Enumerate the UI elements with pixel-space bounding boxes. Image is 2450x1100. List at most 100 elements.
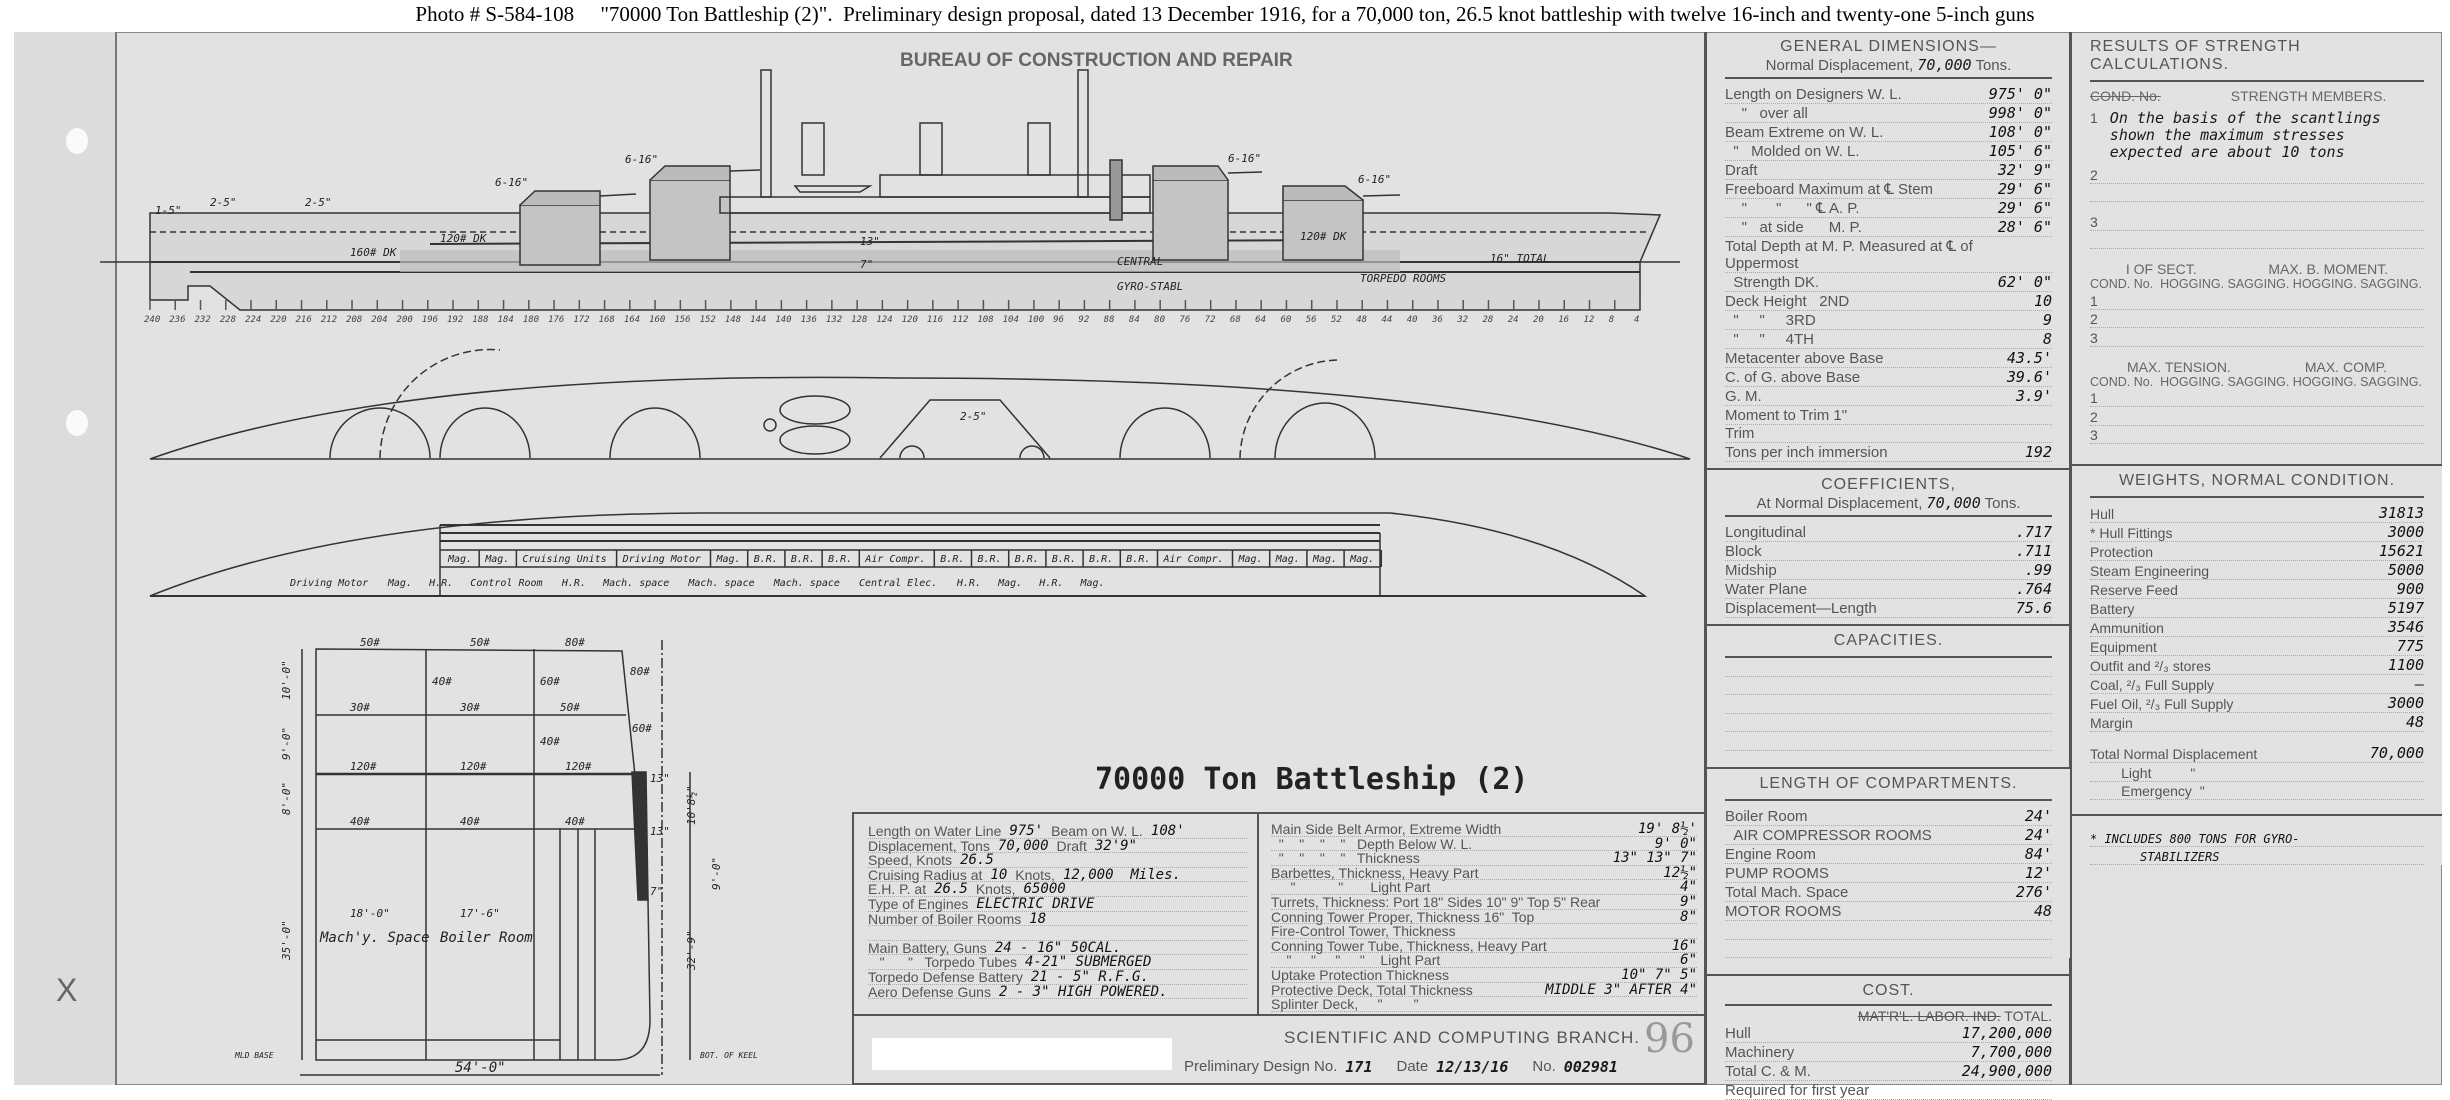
summary-label: Speed, Knots <box>868 852 953 869</box>
data-row: Total Depth at M. P. Measured at ℄ of Up… <box>1725 237 2052 273</box>
row-label: " Molded on W. L. <box>1725 143 1860 160</box>
cond-num: 3 <box>2090 213 2098 230</box>
row-label: Total Mach. Space <box>1725 884 1849 901</box>
cond-num: 3 <box>2090 427 2098 443</box>
frame-number: 52 <box>1331 315 1342 325</box>
row-label: Moment to Trim 1" <box>1725 406 1848 424</box>
cond-num: 1 <box>2090 390 2098 406</box>
compartment-label: Mach. space <box>773 578 840 589</box>
frame-number: 168 <box>599 315 615 325</box>
footnote-line: * INCLUDES 800 TONS FOR GYRO- <box>2090 831 2300 846</box>
scantling-label: 40# <box>460 815 480 828</box>
row-value: 5000 <box>2387 561 2424 579</box>
summary-value: 12,000 Miles. <box>1062 866 1181 883</box>
coefficients-subtitle: At Normal Displacement, 70,000 Tons. <box>1725 494 2052 517</box>
summary-row: Fire-Control Tower, Thickness <box>1271 924 1697 939</box>
redacted-area <box>872 1038 1172 1070</box>
row-label: Battery <box>2090 601 2135 617</box>
summary-value: 9' 0" <box>1654 835 1697 852</box>
frame-number: 212 <box>321 315 337 325</box>
frame-number: 92 <box>1078 315 1089 325</box>
space-label: Boiler Room <box>440 930 533 946</box>
row-label: Ammunition <box>2090 620 2164 636</box>
row-value: 62' 0" <box>1997 273 2052 291</box>
data-row: " at side M. P.28' 6" <box>1725 218 2052 237</box>
row-value: .99 <box>2024 561 2052 579</box>
frame-number: 152 <box>700 315 716 325</box>
row-value: 192 <box>2024 443 2052 461</box>
dim-label: 9'-0" <box>280 727 293 760</box>
frame-number: 124 <box>876 315 892 325</box>
data-row: Total C. & M.24,900,000 <box>1725 1062 2052 1081</box>
data-row: " " " ℄ A. P. 29' 6" <box>1725 199 2052 218</box>
frame-number: 44 <box>1381 315 1392 325</box>
row-label: Coal, ²/₃ Full Supply <box>2090 677 2214 693</box>
row-label: Length on Designers W. L. <box>1725 86 1902 103</box>
row-label: Hull <box>1725 1025 1751 1042</box>
branch-title: SCIENTIFIC AND COMPUTING BRANCH. <box>1284 1028 1640 1047</box>
row-value: 29' 6" <box>1997 199 2052 217</box>
row-label: MOTOR ROOMS <box>1725 903 1842 920</box>
summary-value: 12½" <box>1663 864 1697 881</box>
summary-label: " " " " Depth Below W. L. <box>1271 835 1473 852</box>
row-value: 775 <box>2396 637 2424 655</box>
frame-number: 88 <box>1104 315 1115 325</box>
midship-section: 50# 50# 80# 30# 30# 50# 120# 120# 120# 4… <box>234 636 758 1076</box>
compartment-label: Mag. <box>1080 578 1105 589</box>
summary-value: 70,000 <box>997 837 1049 854</box>
frame-number: 220 <box>270 315 286 325</box>
row-value: 75.6 <box>2015 599 2052 617</box>
label: Normal Displacement, <box>1765 57 1914 74</box>
frame-number: 64 <box>1255 315 1266 325</box>
frame-number: 16 <box>1558 315 1569 325</box>
photo-caption: Photo # S-584-108 "70000 Ton Battleship … <box>415 2 2035 26</box>
data-row: Required for first year <box>1725 1081 2052 1100</box>
row-value: 10 <box>2033 292 2052 310</box>
row-value: — <box>2414 675 2424 693</box>
summary-label: " " Light Part <box>1271 879 1431 896</box>
row-label: Required for first year <box>1725 1081 1870 1099</box>
compartment-label: Mag. <box>484 554 509 565</box>
frame-number: 240 <box>144 315 160 325</box>
compartment-label: Air Compr. <box>864 554 925 565</box>
summary-value: 108' <box>1150 823 1185 839</box>
compartment-label: H.R. <box>428 578 453 589</box>
summary-label: " " Torpedo Tubes <box>868 954 1017 971</box>
binding-strip: X <box>14 32 117 1085</box>
weights-title: WEIGHTS, NORMAL CONDITION. <box>2090 466 2424 498</box>
general-dimensions-subtitle: Normal Displacement, 70,000 Tons. <box>1725 56 2052 79</box>
total-armor-label: 16" TOTAL <box>1490 252 1550 265</box>
compartment-label: Mag. <box>387 578 412 589</box>
scantling-label: 50# <box>560 701 580 714</box>
secondary-gun-label: 2-5" <box>305 196 332 209</box>
row-label: Engine Room <box>1725 846 1816 863</box>
compartment-label: Mach. space <box>687 578 754 589</box>
scantling-label: 50# <box>360 636 380 649</box>
row-value: 7,700,000 <box>1970 1043 2052 1061</box>
compartment-label: H.R. <box>956 578 981 589</box>
frame-number: 8 <box>1609 315 1614 325</box>
summary-label: Displacement, Tons <box>868 837 990 854</box>
data-row: Trim <box>1725 425 2052 443</box>
moment-columns: COND. No. HOGGING. SAGGING. HOGGING. SAG… <box>2090 277 2422 291</box>
frame-number: 76 <box>1179 315 1190 325</box>
row-label: " " " ℄ A. P. <box>1725 200 1860 217</box>
compartment-label: B.R. <box>791 554 815 565</box>
compartment-label: B.R. <box>940 554 964 565</box>
row-value: 108' 0" <box>1988 123 2052 141</box>
data-column-center: GENERAL DIMENSIONS— Normal Displacement,… <box>1705 32 2070 1100</box>
punch-hole <box>66 410 88 436</box>
label: Preliminary Design No. <box>1184 1058 1338 1075</box>
summary-label: Torpedo Defense Battery <box>868 968 1023 985</box>
